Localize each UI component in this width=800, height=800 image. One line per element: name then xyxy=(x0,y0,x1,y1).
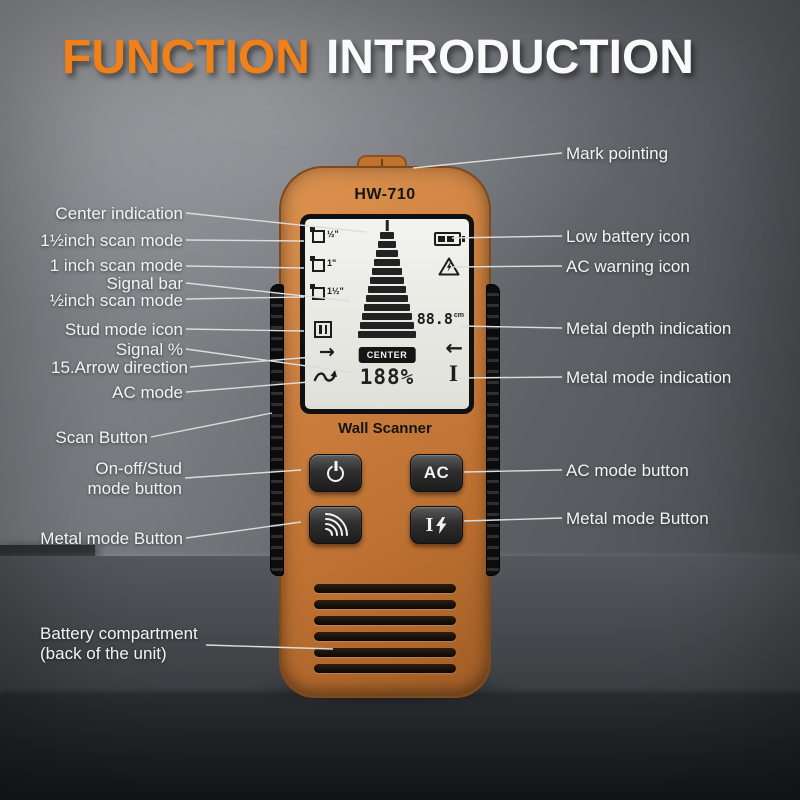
product-name-label: Wall Scanner xyxy=(338,420,432,437)
metal-arrow-icon: ← xyxy=(445,336,463,360)
ac-button-label: AC xyxy=(423,463,450,482)
power-icon xyxy=(327,464,344,482)
wave-icon xyxy=(324,513,348,536)
callout-metal-mode-button-left: Metal mode Button xyxy=(40,529,183,548)
callout-metal-mode-indication: Metal mode indication xyxy=(566,368,732,387)
right-grip xyxy=(486,284,500,576)
callout-ac-mode-button: AC mode button xyxy=(566,461,689,480)
callout-center-indication: Center indication xyxy=(55,204,183,223)
half-inch-scan-mode-icon: ½" xyxy=(310,227,339,243)
i-beam-icon: I xyxy=(425,514,434,536)
metal-mode-indicator-icon: I xyxy=(449,361,458,386)
callout-arrow-direction: 15.Arrow direction xyxy=(50,358,188,377)
wall-scanner-device: HW-710 CENTER xyxy=(270,166,500,698)
stud-mode-icon xyxy=(314,321,332,338)
callout-signal-bar: Signal bar xyxy=(106,274,183,293)
lcd-screen: CENTER 188% ½" 1" 1½" → xyxy=(305,219,469,409)
arrow-direction-icon: → xyxy=(319,341,335,363)
callout-mark-pointing: Mark pointing xyxy=(566,144,669,163)
callout-ac-warning-icon: AC warning icon xyxy=(566,257,690,276)
callout-stud-mode-icon: Stud mode icon xyxy=(64,320,183,339)
callout-half-inch-scan: ½inch scan mode xyxy=(49,291,183,310)
on-off-stud-mode-button xyxy=(309,454,362,492)
callout-battery-compartment: Battery compartment (back of the unit) xyxy=(40,624,198,664)
callout-1-inch-scan: 1 inch scan mode xyxy=(49,256,183,275)
callout-metal-depth-indication: Metal depth indication xyxy=(566,319,732,338)
metal-mode-button-beam: I xyxy=(410,506,463,544)
callout-scan-button: Scan Button xyxy=(55,428,148,447)
speaker-grille xyxy=(314,584,456,673)
callout-metal-mode-button-right: Metal mode Button xyxy=(566,509,709,528)
pedestal-bottom xyxy=(0,694,800,800)
scan-box-icon xyxy=(310,284,325,300)
scan-box-icon xyxy=(310,256,325,272)
one-inch-scan-mode-icon: 1" xyxy=(310,256,336,272)
lcd-display: CENTER 188% ½" 1" 1½" → xyxy=(300,214,474,414)
model-label: HW-710 xyxy=(354,186,416,203)
center-indicator-badge: CENTER xyxy=(358,347,416,363)
signal-bar-graph xyxy=(358,232,416,338)
title-function: FUNCTION xyxy=(62,31,310,84)
inch-and-half-scan-mode-icon: 1½" xyxy=(310,284,344,300)
callout-onoff-stud-button: On-off/Stud mode button xyxy=(87,459,182,499)
metal-depth-indication: 88.8 cm xyxy=(416,310,464,328)
metal-mode-button-wave xyxy=(309,506,362,544)
page-title: FUNCTION INTRODUCTION xyxy=(62,30,694,85)
center-mark-line xyxy=(385,220,389,231)
ac-mode-button: AC xyxy=(410,454,463,492)
lightning-bolt-icon xyxy=(436,516,447,534)
callout-ac-mode: AC mode xyxy=(112,383,183,402)
callout-signal-percent: Signal % xyxy=(115,340,183,359)
low-battery-icon xyxy=(434,232,465,246)
scan-box-icon xyxy=(310,227,325,243)
title-introduction: INTRODUCTION xyxy=(325,31,694,84)
callout-1half-inch-scan: 1½inch scan mode xyxy=(40,231,183,250)
signal-percent-value: 188% xyxy=(359,365,415,389)
ac-mode-icon xyxy=(313,369,337,390)
callout-low-battery-icon: Low battery icon xyxy=(566,227,690,246)
ac-warning-icon xyxy=(438,257,460,281)
